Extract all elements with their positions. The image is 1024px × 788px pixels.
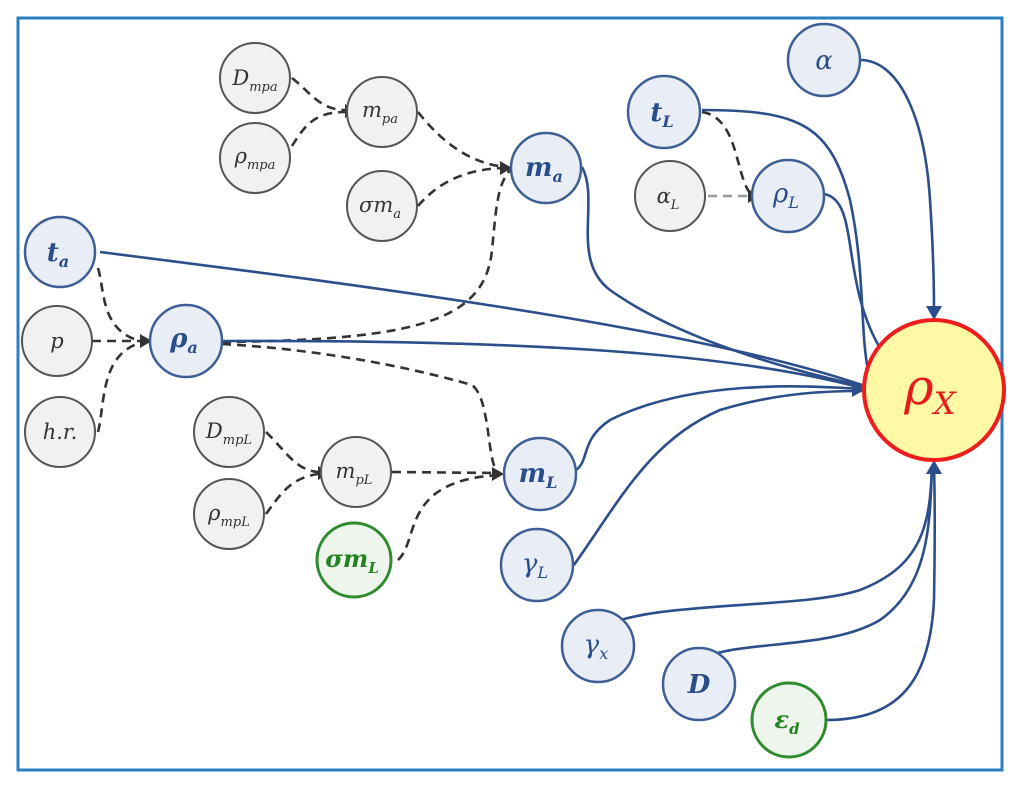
arrowhead-ma-dash: [500, 161, 512, 175]
svg-text:Dmpa: Dmpa: [231, 66, 277, 95]
edge-rhoL-to-rhox: [823, 192, 882, 349]
node-rho-mpa[interactable]: ρmpa: [219, 122, 291, 194]
node-gamma-L[interactable]: γL: [499, 527, 575, 603]
edge-dmpa-to-mpa: [291, 76, 346, 112]
edge-alpha-to-rhox: [859, 58, 936, 313]
arrowhead-mL-dash: [492, 467, 504, 481]
node-m-pa[interactable]: mpa: [346, 76, 418, 148]
svg-text:DmpL: DmpL: [205, 419, 252, 448]
svg-text:h.r.: h.r.: [43, 420, 78, 444]
edge-ma-to-rhox: [580, 166, 863, 388]
svg-text:ma: ma: [525, 153, 563, 186]
svg-text:εd: εd: [775, 705, 801, 738]
svg-text:D: D: [687, 670, 711, 700]
svg-text:γL: γL: [522, 549, 548, 582]
edge-epsd-to-rhox: [825, 465, 937, 722]
edge-mpL-to-mL: [391, 470, 501, 475]
svg-text:ρmpL: ρmpL: [207, 501, 250, 530]
arrowhead-rhox-top: [926, 306, 942, 320]
svg-text:σma: σma: [359, 193, 401, 222]
dashed-edges: [92, 76, 753, 561]
svg-text:ρa: ρa: [169, 324, 198, 357]
svg-text:α: α: [815, 46, 833, 76]
edge-tL-to-rhoL: [701, 110, 753, 196]
node-D[interactable]: D: [661, 646, 737, 722]
svg-text:p: p: [50, 329, 63, 353]
svg-text:γx: γx: [584, 630, 609, 663]
node-sigma-mL[interactable]: σmL: [315, 521, 393, 599]
svg-text:mpa: mpa: [362, 98, 398, 127]
svg-text:mpL: mpL: [336, 459, 373, 488]
edge-mL-to-rhox: [575, 385, 863, 472]
diagram-frame: [16, 16, 1004, 772]
node-alpha[interactable]: α: [786, 22, 862, 98]
arrowhead-rhoa: [140, 334, 152, 348]
edge-ta-to-rhox: [99, 250, 863, 387]
node-m-L[interactable]: mL: [502, 436, 578, 512]
node-m-a[interactable]: ma: [509, 131, 583, 205]
node-D-mpL[interactable]: DmpL: [193, 396, 265, 468]
node-sigma-ma[interactable]: σma: [346, 170, 418, 242]
edge-hr-to-rhoa: [96, 341, 141, 433]
edge-rhoa-to-mL: [221, 342, 501, 475]
node-rho-a[interactable]: ρa: [148, 303, 224, 379]
solid-edges: [99, 58, 937, 722]
svg-text:σmL: σmL: [325, 544, 379, 577]
edge-rhoa-to-rhox: [221, 339, 863, 390]
svg-text:mL: mL: [519, 459, 558, 492]
svg-text:αL: αL: [657, 184, 680, 213]
svg-text:tL: tL: [650, 98, 673, 131]
node-gamma-x[interactable]: γx: [560, 608, 636, 684]
edge-sigmamL-to-mL: [397, 473, 501, 561]
edge-rhompa-to-mpa: [290, 110, 346, 147]
node-hr[interactable]: h.r.: [24, 396, 96, 468]
node-alpha-L[interactable]: αL: [634, 160, 706, 232]
solid-arrowheads: [852, 306, 942, 474]
edge-D-to-rhox: [703, 465, 934, 660]
edge-rhoa-to-ma: [221, 169, 512, 344]
edge-tL-to-rhox: [701, 108, 870, 371]
node-rho-mpL[interactable]: ρmpL: [193, 478, 265, 550]
edge-mpa-to-ma: [416, 111, 509, 169]
node-rho-x[interactable]: ρX: [862, 318, 1006, 462]
arrowhead-rhox-bottom: [926, 460, 942, 474]
edge-gammax-to-rhox: [597, 465, 934, 632]
arrowhead-rhox-left: [852, 381, 866, 397]
node-m-pL[interactable]: mpL: [320, 436, 392, 508]
edge-dmpL-to-mpL: [265, 431, 319, 474]
edge-sigmama-to-ma: [417, 166, 509, 207]
svg-text:ρmpa: ρmpa: [234, 144, 276, 173]
svg-text:ρL: ρL: [772, 179, 799, 212]
node-t-a[interactable]: ta: [23, 215, 97, 289]
node-rho-L[interactable]: ρL: [750, 158, 826, 234]
node-p[interactable]: p: [21, 305, 93, 377]
edge-rhompL-to-mpL: [264, 472, 319, 515]
edge-gammaL-to-rhox: [572, 389, 863, 566]
svg-text:ρX: ρX: [903, 358, 957, 422]
edge-ta-to-rhoa: [96, 267, 141, 343]
node-eps-d[interactable]: εd: [750, 681, 828, 759]
node-t-L[interactable]: tL: [626, 74, 702, 150]
node-D-mpa[interactable]: Dmpa: [219, 42, 291, 114]
svg-text:ta: ta: [47, 238, 69, 271]
